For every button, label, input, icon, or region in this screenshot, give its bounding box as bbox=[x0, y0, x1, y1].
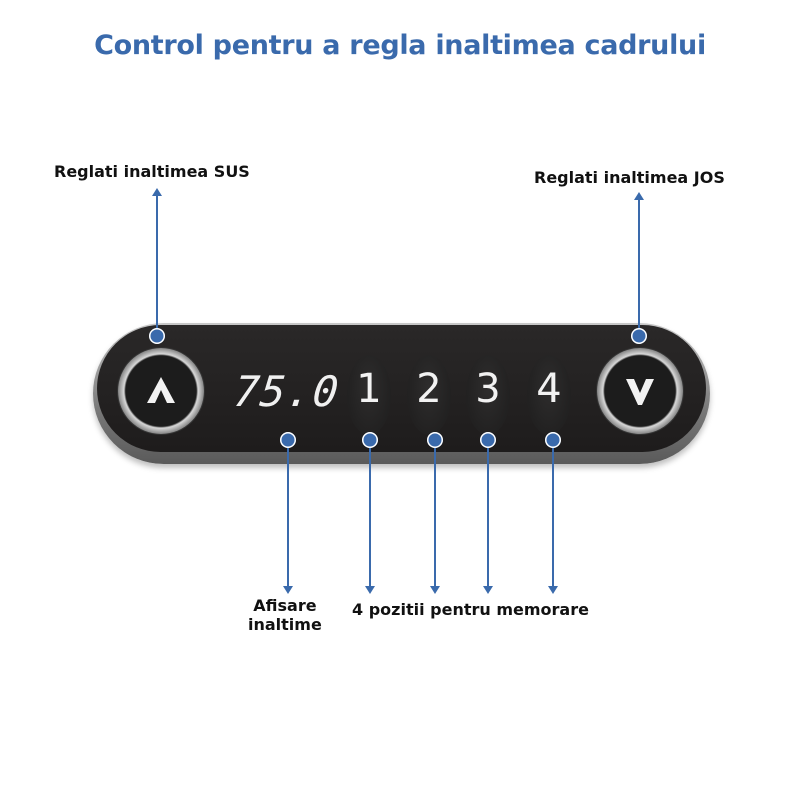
callout-dot-display bbox=[280, 432, 296, 448]
label-height-display-line1: Afisare bbox=[253, 596, 317, 615]
chevron-up-icon bbox=[147, 377, 175, 403]
label-height-display: Afisare inaltime bbox=[248, 596, 322, 634]
label-adjust-down: Reglati inaltimea JOS bbox=[534, 168, 725, 187]
memory-button-2[interactable]: 2 bbox=[416, 366, 442, 412]
memory-button-3-bg[interactable] bbox=[466, 355, 510, 435]
callout-dot-down bbox=[631, 328, 647, 344]
memory-button-1-bg[interactable] bbox=[347, 355, 391, 435]
label-height-display-line2: inaltime bbox=[248, 615, 322, 634]
height-down-button[interactable] bbox=[597, 348, 683, 434]
label-memory-positions: 4 pozitii pentru memorare bbox=[352, 600, 589, 619]
memory-button-3[interactable]: 3 bbox=[475, 366, 501, 412]
label-adjust-up: Reglati inaltimea SUS bbox=[54, 162, 250, 181]
chevron-down-icon bbox=[626, 379, 654, 405]
callout-dot-memory-4 bbox=[545, 432, 561, 448]
callout-dot-up bbox=[149, 328, 165, 344]
memory-button-2-bg[interactable] bbox=[407, 355, 451, 435]
memory-button-4-bg[interactable] bbox=[527, 355, 571, 435]
memory-button-4[interactable]: 4 bbox=[536, 366, 562, 412]
memory-button-1[interactable]: 1 bbox=[356, 366, 382, 412]
callout-dot-memory-2 bbox=[427, 432, 443, 448]
height-up-button[interactable] bbox=[118, 348, 204, 434]
page-title: Control pentru a regla inaltimea cadrulu… bbox=[94, 30, 706, 61]
callout-dot-memory-3 bbox=[480, 432, 496, 448]
callout-dot-memory-1 bbox=[362, 432, 378, 448]
